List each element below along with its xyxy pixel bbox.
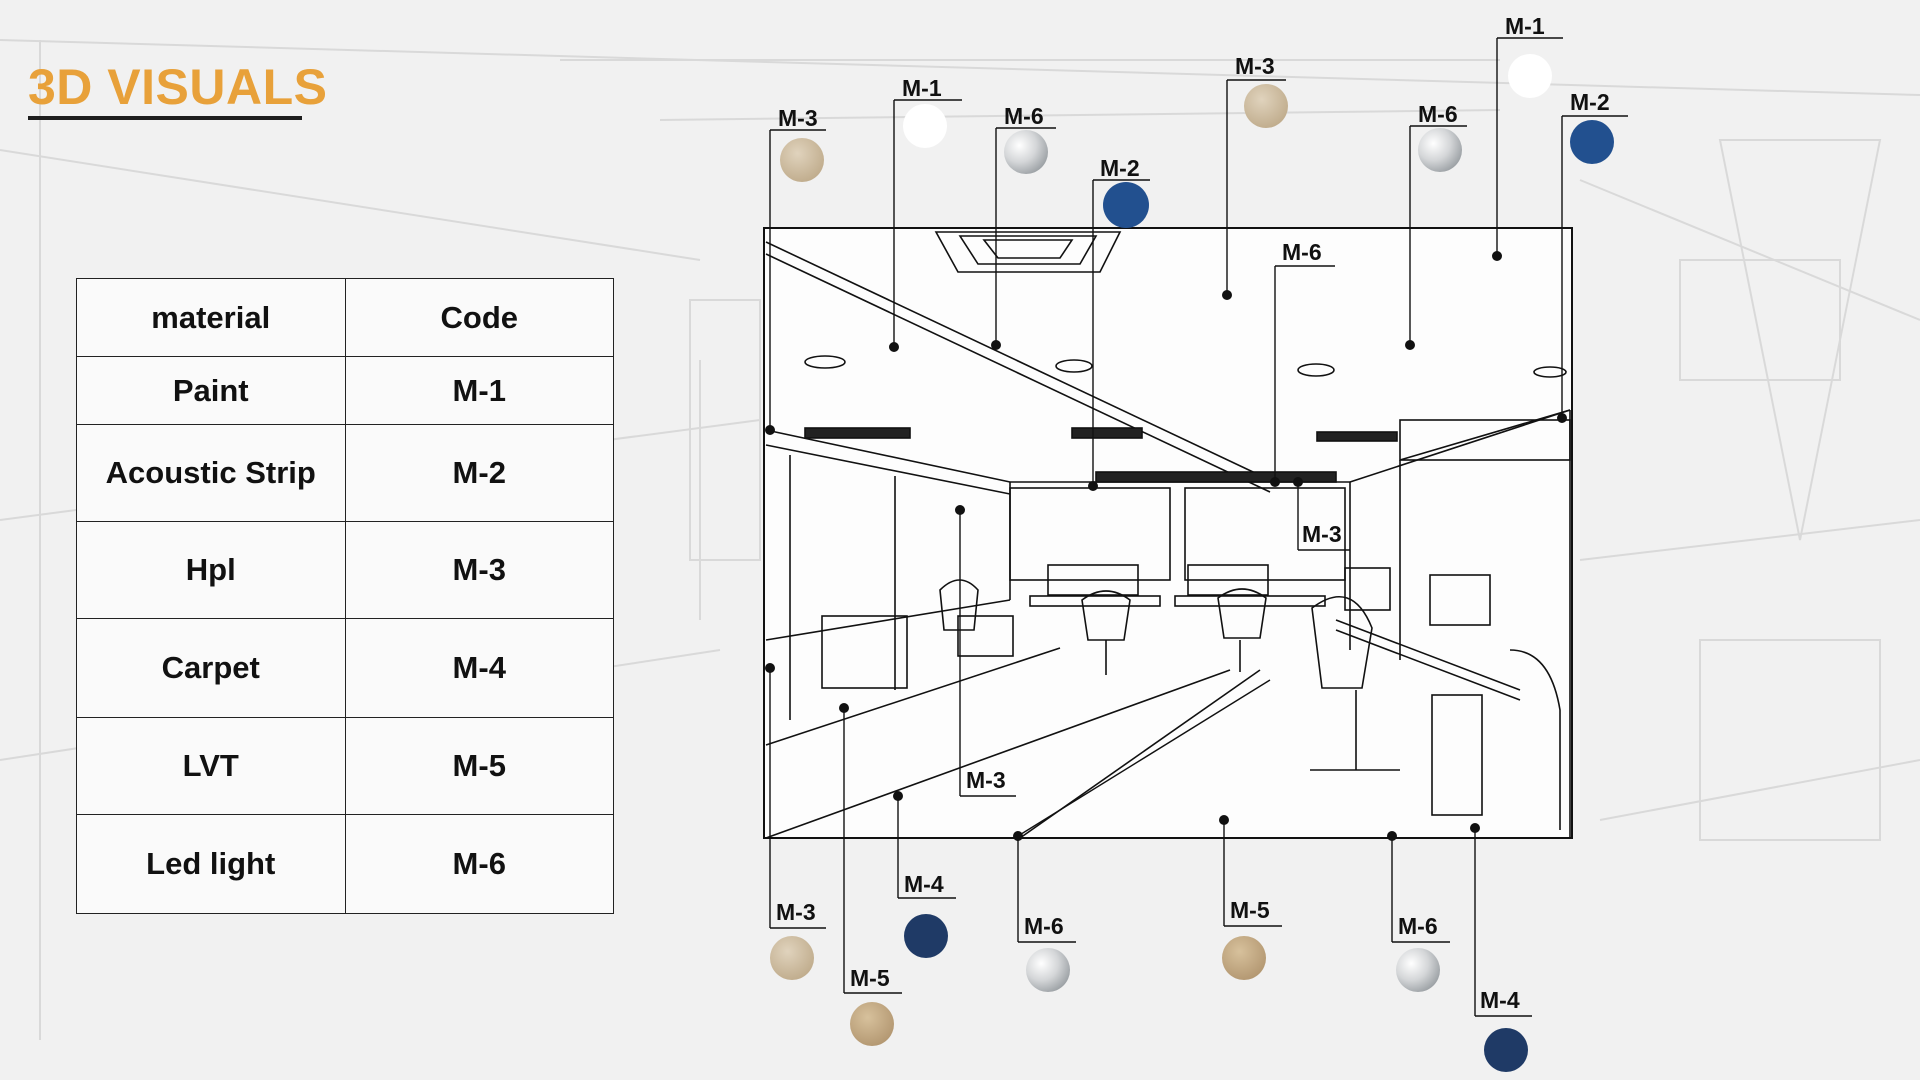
material-cell: Hpl [76,521,346,619]
title-underline [28,116,302,120]
code-cell: M-4 [344,618,614,718]
hpl-swatch [770,936,814,980]
callout-label: M-3 [966,767,1006,793]
lvt-swatch [1222,936,1266,980]
code-cell: M-6 [344,814,614,914]
code-cell: M-1 [344,356,614,425]
callout-label: M-1 [1505,13,1545,39]
callout-label: M-4 [904,871,944,897]
acoustic-strip-swatch [1570,120,1614,164]
material-cell: Led light [76,814,346,914]
page-title: 3D VISUALS [28,59,328,115]
led-light-swatch [1418,128,1462,172]
table-row: Led light M-6 [76,814,614,914]
material-table: material Code Paint M-1 Acoustic Strip M… [76,278,614,914]
callout-label: M-3 [778,105,818,131]
callout-label: M-4 [1480,987,1520,1013]
paint-swatch [1508,54,1552,98]
table-row: Carpet M-4 [76,618,614,718]
table-row: LVT M-5 [76,717,614,815]
callout-label: M-5 [850,965,890,991]
callout-labels: M-3 M-1 M-6 M-2 M-3 M-6 M-1 M-2 M-6 M-3 … [776,13,1610,1013]
callout-leaders [769,37,1628,1017]
material-cell: Carpet [76,618,346,718]
paint-swatch [903,104,947,148]
material-cell: LVT [76,717,346,815]
callout-label: M-3 [1302,521,1342,547]
callout-label: M-2 [1570,89,1610,115]
callout-label: M-6 [1282,239,1322,265]
callout-label: M-6 [1004,103,1044,129]
hpl-swatch [1244,84,1288,128]
sketch-frame [763,227,1573,839]
table-header-row: material Code [76,278,614,357]
callout-label: M-6 [1398,913,1438,939]
material-cell: Acoustic Strip [76,424,346,522]
carpet-swatch [904,914,948,958]
code-cell: M-5 [344,717,614,815]
callout-label: M-5 [1230,897,1270,923]
lvt-swatch [850,1002,894,1046]
led-light-swatch [1396,948,1440,992]
callout-label: M-3 [1235,53,1275,79]
acoustic-strip-swatch [1103,182,1149,228]
callout-label: M-1 [902,75,942,101]
material-swatches [770,54,1614,1072]
code-cell: M-2 [344,424,614,522]
carpet-swatch [1484,1028,1528,1072]
callout-label: M-3 [776,899,816,925]
led-light-swatch [1004,130,1048,174]
callout-label: M-6 [1024,913,1064,939]
callout-label: M-2 [1100,155,1140,181]
callout-anchor-dots [765,251,1567,841]
led-light-swatch [1026,948,1070,992]
callout-label: M-6 [1418,101,1458,127]
hpl-swatch [780,138,824,182]
table-row: Acoustic Strip M-2 [76,424,614,522]
